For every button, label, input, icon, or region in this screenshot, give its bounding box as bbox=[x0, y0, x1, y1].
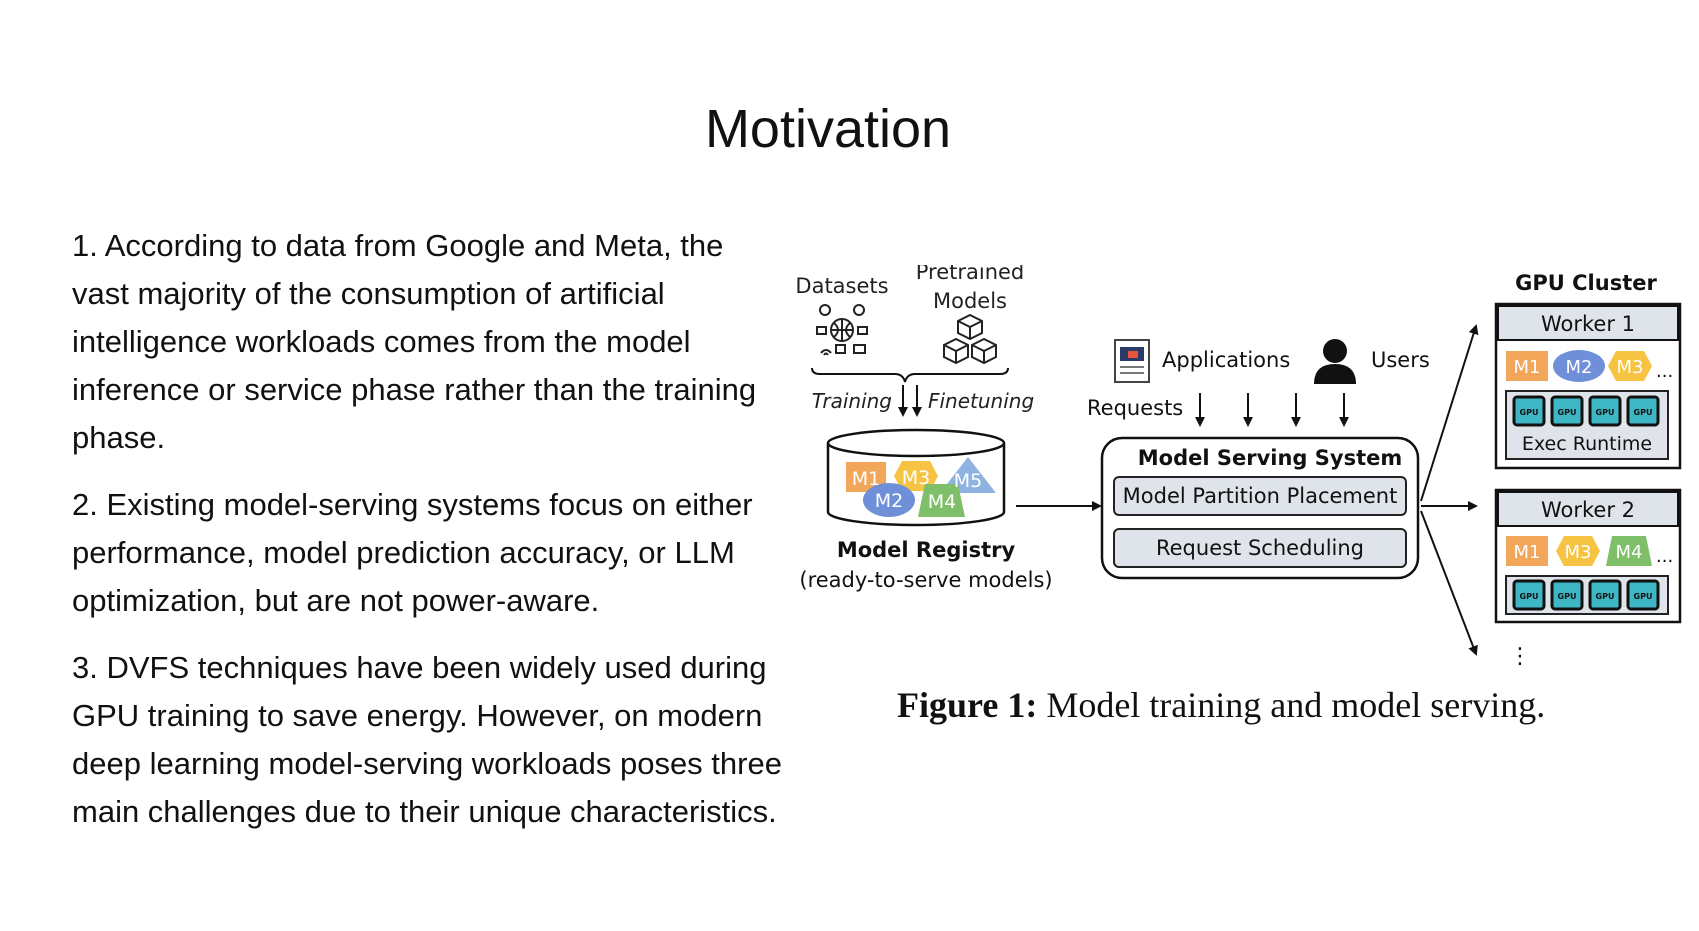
worker-2-ellipsis: ... bbox=[1656, 546, 1673, 567]
worker-1-gpu-chips: GPU GPU GPU GPU bbox=[1512, 395, 1660, 427]
svg-text:GPU: GPU bbox=[1558, 592, 1577, 601]
dispatch-arrows bbox=[1420, 324, 1479, 656]
svg-text:GPU: GPU bbox=[1634, 408, 1653, 417]
training-label: Training bbox=[812, 389, 892, 413]
finetuning-label: Finetuning bbox=[928, 389, 1034, 413]
svg-text:GPU: GPU bbox=[1520, 592, 1539, 601]
svg-text:GPU: GPU bbox=[1520, 408, 1539, 417]
caption-text: Model training and model serving. bbox=[1046, 685, 1546, 725]
request-scheduling-box bbox=[1113, 528, 1407, 568]
worker-2-m3-label: M3 bbox=[1565, 542, 1592, 563]
worker-1: Worker 1 M1 M2 M3 ... GPU GPU GPU GPU bbox=[1494, 302, 1682, 470]
request-scheduling-label: Request Scheduling bbox=[1156, 536, 1364, 560]
svg-text:GPU: GPU bbox=[1634, 592, 1653, 601]
pretrained-label-line2: Models bbox=[933, 289, 1007, 313]
gpu-chip-icon: GPU bbox=[1626, 395, 1660, 427]
gpu-chip-icon: GPU bbox=[1550, 395, 1584, 427]
more-workers-ellipsis: ⋮ bbox=[1509, 644, 1531, 669]
bullet-point-2: 2. Existing model-serving systems focus … bbox=[72, 487, 753, 618]
pretrained-label-line1: Pretrained bbox=[916, 265, 1025, 284]
worker-1-ellipsis: ... bbox=[1656, 361, 1673, 382]
m4-label: M4 bbox=[928, 491, 956, 513]
gpu-chip-icon: GPU bbox=[1588, 579, 1622, 611]
requests-label: Requests bbox=[1087, 396, 1183, 420]
registry-model-m3 bbox=[894, 461, 938, 491]
applications-icon bbox=[1114, 339, 1150, 383]
gpu-chip-icon: GPU bbox=[1550, 579, 1584, 611]
caption-label: Figure 1: bbox=[897, 685, 1038, 725]
m1-label: M1 bbox=[852, 468, 880, 490]
user-icon bbox=[1314, 339, 1356, 384]
m3-label: M3 bbox=[902, 467, 930, 489]
worker-2-title: Worker 2 bbox=[1541, 498, 1635, 522]
svg-text:GPU: GPU bbox=[1558, 408, 1577, 417]
gpu-chip-icon: GPU bbox=[1588, 395, 1622, 427]
worker-2-model-m1 bbox=[1506, 536, 1548, 566]
worker-2-m1-label: M1 bbox=[1514, 542, 1541, 563]
registry-subtitle: (ready-to-serve models) bbox=[799, 568, 1052, 592]
registry-title: Model Registry bbox=[837, 538, 1016, 562]
datasets-label: Datasets bbox=[795, 274, 888, 298]
worker-1-model-m3 bbox=[1608, 351, 1652, 381]
partition-placement-label: Model Partition Placement bbox=[1123, 484, 1398, 508]
gpu-chip-icon: GPU bbox=[1512, 579, 1546, 611]
worker-1-model-m2 bbox=[1553, 350, 1605, 382]
registry-model-m4 bbox=[918, 484, 965, 517]
worker-1-title: Worker 1 bbox=[1541, 312, 1635, 336]
gpu-cluster-title: GPU Cluster bbox=[1515, 271, 1657, 295]
slide-title: Motivation bbox=[704, 99, 952, 159]
m5-label: M5 bbox=[954, 470, 982, 492]
dataset-network-icon bbox=[816, 304, 868, 356]
worker-2-model-m4 bbox=[1606, 536, 1652, 566]
worker-1-m1-label: M1 bbox=[1514, 357, 1541, 378]
applications-label: Applications bbox=[1162, 348, 1290, 372]
gpu-chip-icon: GPU bbox=[1626, 579, 1660, 611]
partition-placement-box bbox=[1113, 476, 1407, 516]
bullet-point-1: 1. According to data from Google and Met… bbox=[72, 228, 757, 455]
model-serving-diagram: Datasets Pretrained Models Training Fine… bbox=[795, 265, 1682, 669]
request-arrows bbox=[1195, 393, 1349, 427]
bullet-list: 1. According to data from Google and Met… bbox=[72, 222, 782, 855]
worker-1-model-m1 bbox=[1506, 351, 1548, 381]
input-brace bbox=[811, 367, 1009, 383]
svg-text:GPU: GPU bbox=[1596, 592, 1615, 601]
figure-caption: Figure 1: Model training and model servi… bbox=[897, 684, 1545, 726]
exec-runtime-label: Exec Runtime bbox=[1522, 433, 1652, 455]
worker-1-m3-label: M3 bbox=[1617, 357, 1644, 378]
cubes-icon bbox=[943, 313, 997, 365]
svg-text:GPU: GPU bbox=[1596, 408, 1615, 417]
bullet-point-3: 3. DVFS techniques have been widely used… bbox=[72, 650, 782, 829]
worker-2-gpu-chips: GPU GPU GPU GPU bbox=[1512, 579, 1660, 611]
worker-2: Worker 2 M1 M3 M4 ... GPU GPU GPU GPU bbox=[1494, 488, 1682, 624]
model-registry-cylinder: M1 M3 M5 M2 M4 bbox=[826, 428, 1006, 527]
worker-2-m4-label: M4 bbox=[1616, 542, 1643, 563]
users-label: Users bbox=[1371, 348, 1430, 372]
registry-model-m2 bbox=[863, 483, 915, 517]
worker-2-model-m3 bbox=[1556, 536, 1600, 566]
serving-system-title: Model Serving System bbox=[1138, 446, 1403, 470]
gpu-chip-icon: GPU bbox=[1512, 395, 1546, 427]
m2-label: M2 bbox=[875, 490, 903, 512]
worker-1-m2-label: M2 bbox=[1566, 357, 1593, 378]
